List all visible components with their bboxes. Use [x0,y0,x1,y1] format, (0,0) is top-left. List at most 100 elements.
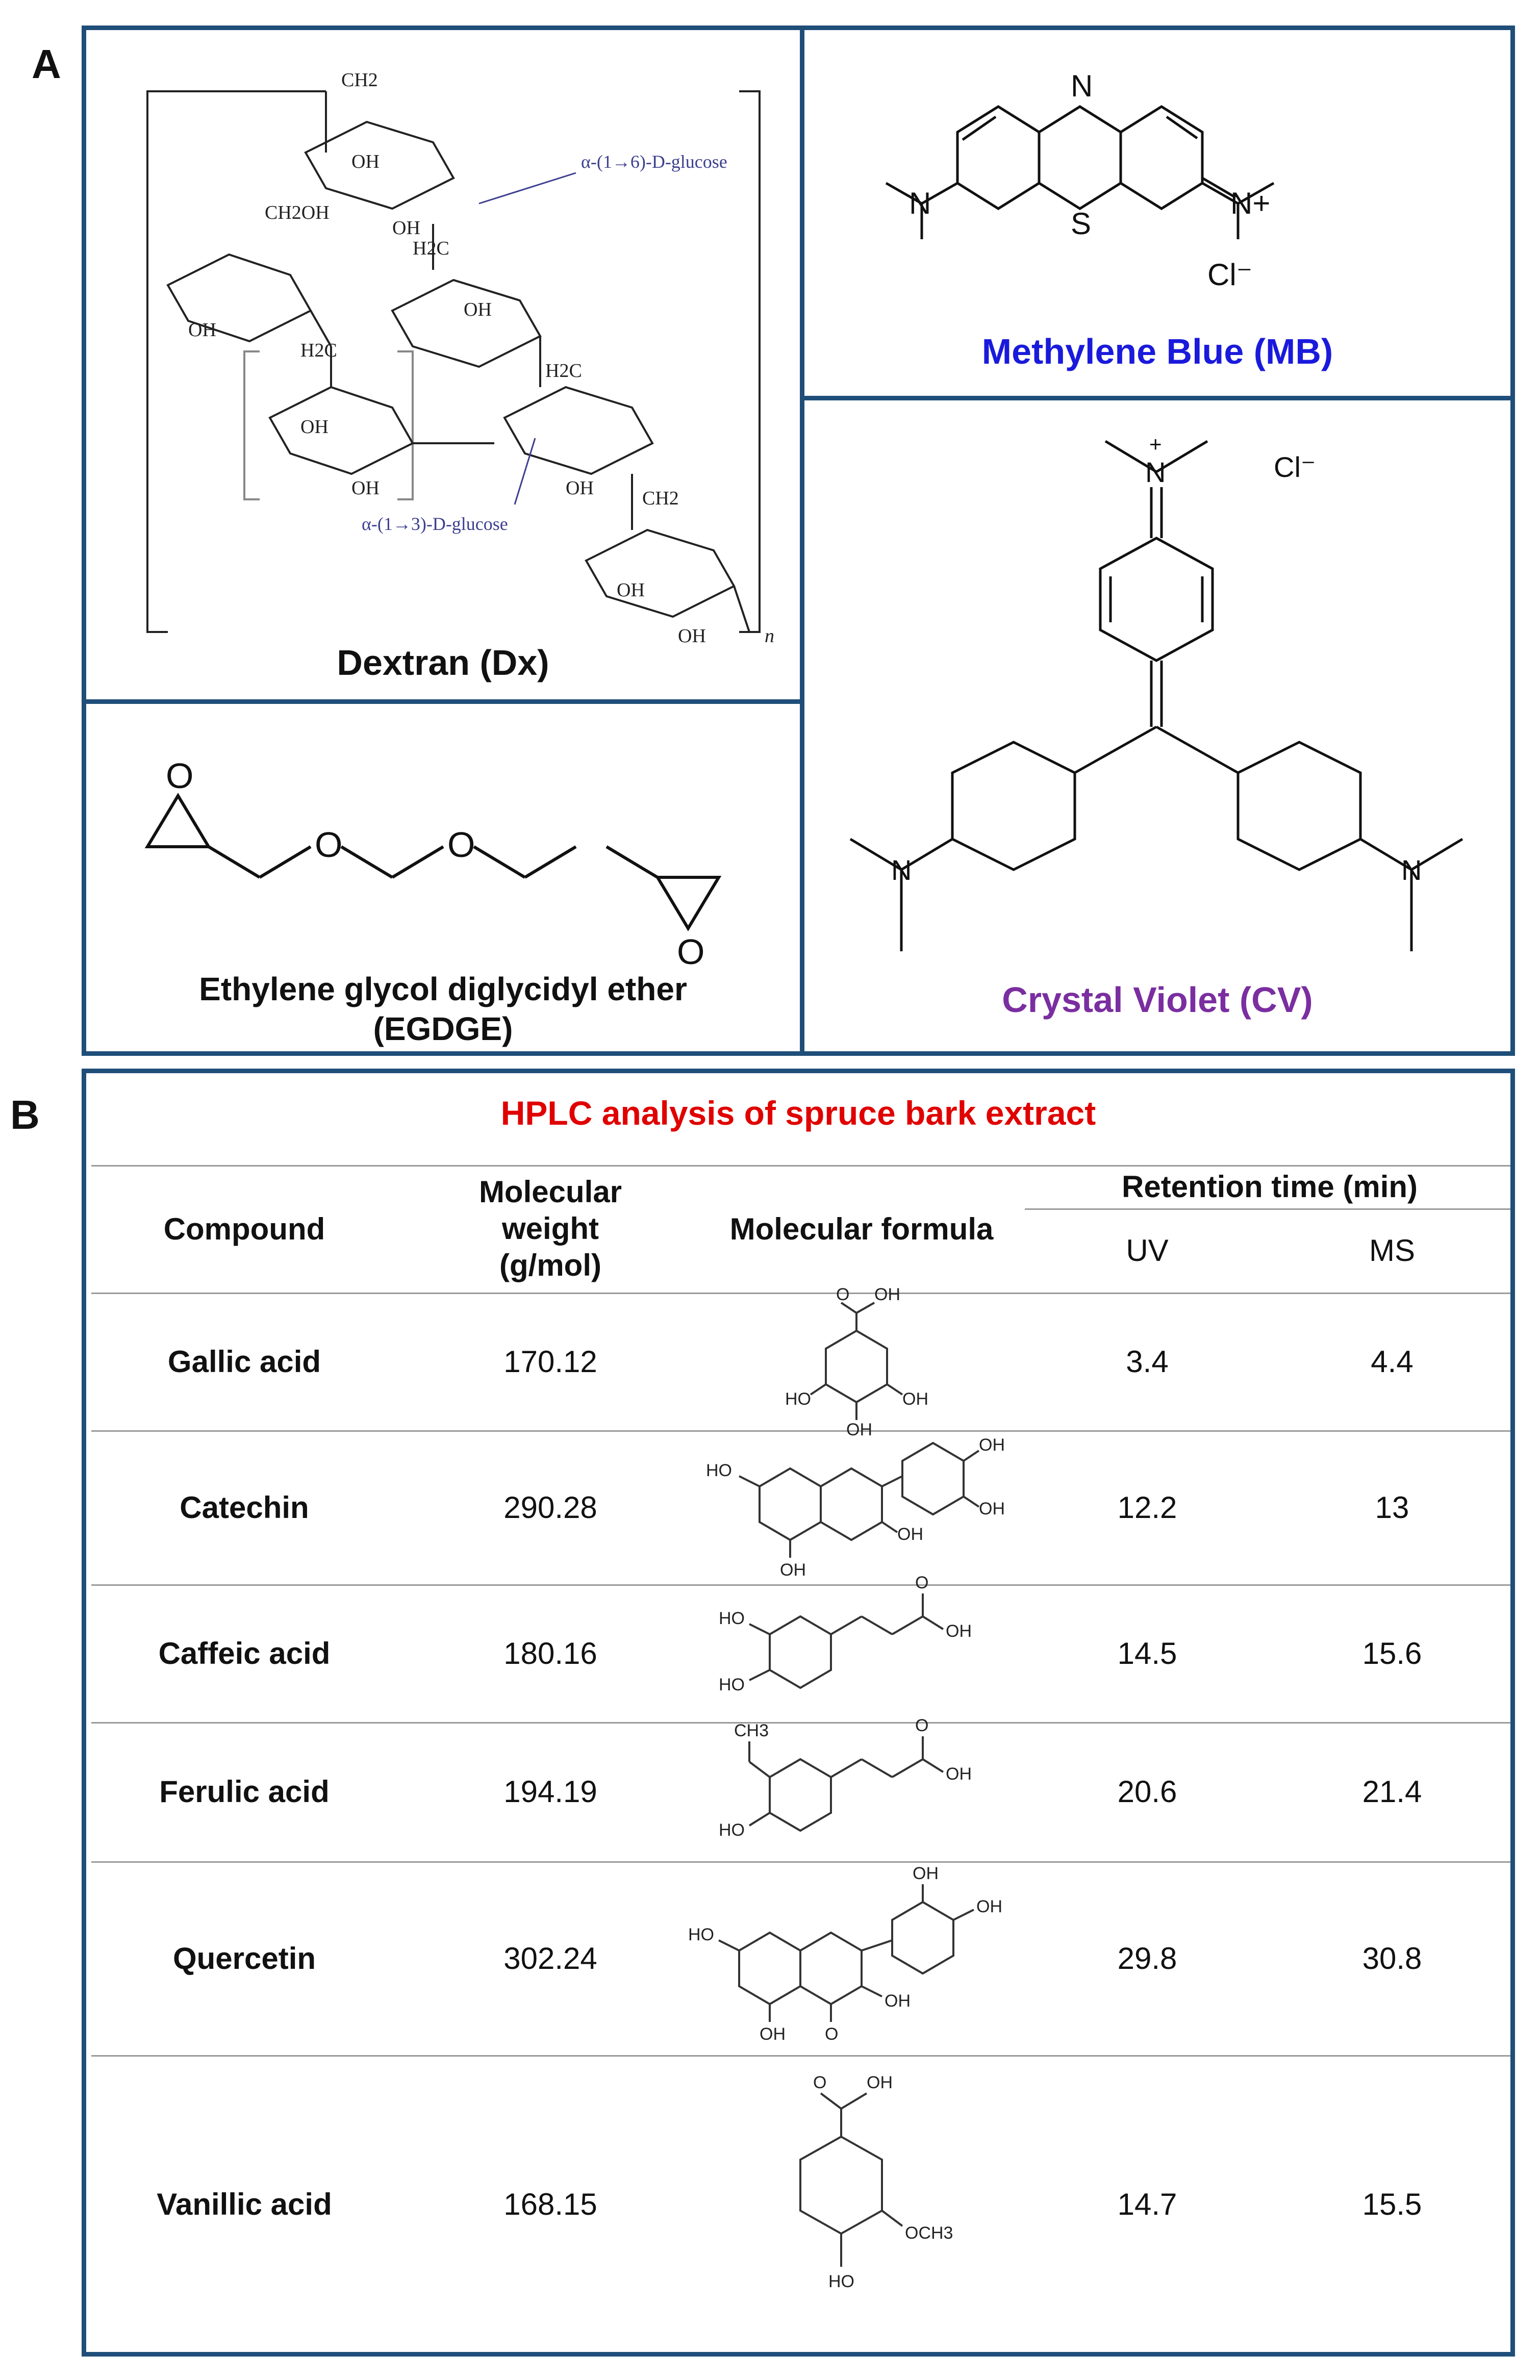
cell-compound: Ferulic acid [159,1775,330,1809]
dextran-oh-label: OH [464,299,492,320]
mb-n-label: N [909,186,931,220]
cell-uv: 14.7 [1117,2187,1177,2221]
dextran-oh-label: OH [351,151,380,172]
egdge-o-label: O [166,756,193,796]
cell-compound: Gallic acid [167,1344,321,1379]
struct-label: O [915,1573,928,1592]
table-rule [91,1861,1510,1863]
table-rule [91,1430,1510,1432]
cell-ms: 13 [1375,1490,1409,1525]
egdge-structure: O O O O [144,756,722,972]
dextran-h2c-label: H2C [413,238,449,259]
struct-label: O [836,1285,849,1304]
header-mw-line: weight [502,1211,599,1246]
struct-label: OH [780,1560,806,1580]
cell-compound: Catechin [180,1490,309,1525]
egdge-caption: Ethylene glycol diglycidyl ether (EGDGE) [86,969,800,1049]
dextran-oh-label: OH [392,217,420,239]
egdge-o-label: O [447,825,475,865]
dextran-ch2-label: CH2 [642,488,679,509]
catechin-structure [739,1441,980,1558]
table-rule [91,1165,1510,1167]
cell-ms: 30.8 [1362,1941,1422,1976]
struct-label: CH3 [734,1721,769,1740]
dextran-structure: CH2 OH OH CH2OH OH H2C H2C OH OH OH H2C … [146,69,774,647]
table-title: HPLC analysis of spruce bark extract [500,1094,1096,1132]
header-mw-line: Molecular [478,1175,622,1209]
cell-uv: 14.5 [1117,1636,1177,1670]
cv-cl-label: Cl⁻ [1274,451,1316,483]
cell-uv: 12.2 [1117,1490,1177,1525]
mb-nplus-label: N+ [1230,186,1270,220]
struct-label: O [825,2024,838,2044]
dextran-box: CH2 OH OH CH2OH OH H2C H2C OH OH OH H2C … [82,26,804,704]
struct-label: OH [846,1420,872,1439]
cell-mw: 180.16 [503,1636,597,1670]
struct-label: OH [946,1622,972,1641]
struct-label: HO [719,1609,745,1628]
egdge-o-label: O [677,932,704,972]
dextran-oh-label: OH [678,625,706,647]
cell-compound: Caffeic acid [158,1636,331,1670]
dextran-ch2-label: CH2 [341,69,378,91]
struct-label: OH [885,1991,911,2011]
mb-cl-label: Cl⁻ [1207,258,1252,292]
cv-n-label: N [891,854,912,886]
dextran-h2c-label: H2C [545,360,582,382]
cell-ms: 4.4 [1371,1344,1413,1379]
mb-n-label: N [1071,69,1093,103]
structures-layer: O OH HO OH OH HO OH OH OH OH HO HO O OH … [688,1285,1005,2291]
struct-label: HO [719,1820,745,1840]
struct-label: OH [874,1285,900,1304]
quercetin-structure [718,1884,974,2022]
cell-mw: 194.19 [503,1775,597,1809]
header-compound: Compound [163,1211,325,1246]
methylene-blue-box: N S N N+ Cl⁻ Methylene Blue (MB) [800,26,1515,400]
struct-label: HO [828,2272,854,2291]
alpha-1-3-label: α-(1→3)-D-glucose [362,514,508,534]
crystal-violet-structure: N + N N Cl⁻ [849,432,1463,951]
struct-label: OH [946,1764,972,1784]
crystal-violet-box: N + N N Cl⁻ Crystal Violet (CV) [800,396,1515,1056]
cell-ms: 15.5 [1362,2187,1422,2221]
mb-s-label: S [1071,207,1091,241]
table-rule [91,1722,1510,1724]
cv-caption: Crystal Violet (CV) [804,979,1510,1020]
struct-label: OCH3 [905,2223,953,2243]
dextran-ch2oh-label: CH2OH [265,202,330,223]
cell-mw: 168.15 [503,2187,597,2221]
struct-label: OH [913,1864,939,1883]
cell-ms: 21.4 [1362,1775,1422,1809]
struct-label: OH [976,1897,1002,1916]
cell-compound: Quercetin [172,1941,316,1976]
header-mw: Molecular weight (g/mol) [402,1165,698,1293]
caffeic-acid-structure [749,1593,944,1689]
struct-label: OH [867,2073,893,2092]
ferulic-acid-structure [748,1736,944,1832]
struct-label: O [813,2073,826,2092]
struct-label: HO [688,1925,714,1944]
egdge-caption-line1: Ethylene glycol diglycidyl ether [199,971,687,1007]
cv-charge-label: + [1149,432,1162,456]
header-retention: Retention time (min) [1122,1170,1418,1204]
table-rule [1025,1208,1510,1210]
struct-label: HO [706,1461,732,1480]
mb-caption: Methylene Blue (MB) [804,331,1510,372]
methylene-blue-structure: N S N N+ Cl⁻ [885,69,1275,292]
egdge-box: O O O O Ethylene glycol diglycidyl ether… [82,699,804,1056]
panel-b-label: B [10,1092,40,1137]
cell-uv: 3.4 [1126,1344,1169,1379]
alpha-1-6-label: α-(1→6)-D-glucose [581,151,727,172]
table-rule [91,2055,1510,2057]
dextran-h2c-label: H2C [300,340,337,361]
dextran-oh-label: OH [351,477,380,499]
header-uv: UV [1126,1233,1169,1268]
header-ms: MS [1369,1233,1415,1268]
dextran-oh-label: OH [300,416,329,438]
cell-ms: 15.6 [1362,1636,1422,1670]
struct-label: OH [897,1525,923,1544]
struct-label: OH [979,1435,1005,1455]
struct-label: OH [760,2024,786,2044]
header-formula: Molecular formula [729,1211,994,1246]
struct-label: OH [902,1389,928,1409]
